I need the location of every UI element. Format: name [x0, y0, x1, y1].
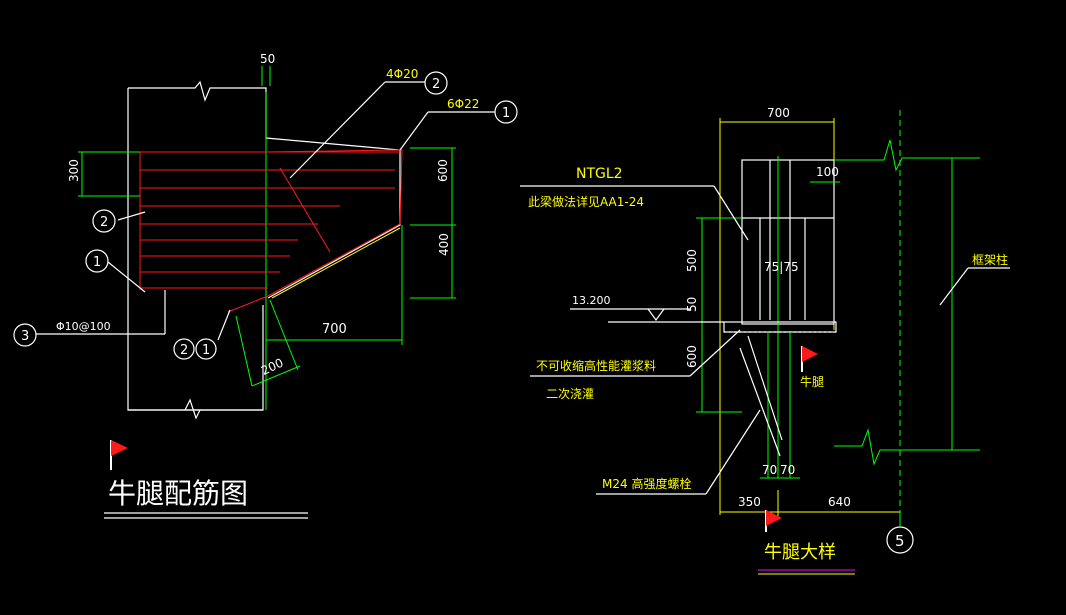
beam-code-label: NTGL2	[576, 166, 623, 182]
dim-web: 75|75	[764, 260, 799, 274]
svg-text:2: 2	[100, 215, 108, 230]
marker-1-top: 1	[494, 100, 518, 124]
bolt-label: M24 高强度螺栓	[602, 476, 691, 491]
frame-column-label: 框架柱	[972, 252, 1008, 267]
break-symbol-bottom	[184, 398, 201, 420]
elevation-label: 13.200	[572, 294, 611, 307]
svg-text:3: 3	[21, 329, 29, 344]
dim-right-to-axis: 640	[828, 495, 851, 509]
marker-1-left: 1	[85, 249, 109, 273]
right-detail-title: 牛腿大样	[764, 542, 836, 563]
flag-icon-corbel	[801, 346, 818, 372]
axis-bubble-5: 5	[886, 515, 914, 554]
dim-right-upper: 600	[436, 159, 450, 182]
left-corbel-reinforcement-detail: 50 300 600 400 700 200 4Φ20 6Φ22 Φ10@100…	[13, 52, 518, 519]
dim-top-width: 700	[767, 106, 790, 120]
dim-bolt-a: 70	[762, 463, 777, 477]
dim-bolt-b: 70	[780, 463, 795, 477]
left-detail-title: 牛腿配筋图	[108, 477, 248, 510]
dim-left-height: 300	[67, 159, 81, 182]
stirrup-label: Φ10@100	[56, 320, 111, 333]
dim-right-lower: 400	[437, 233, 451, 256]
rebar-bar-2-label: 4Φ20	[386, 67, 418, 81]
svg-text:5: 5	[895, 532, 905, 550]
beam-note-label: 此梁做法详见AA1-24	[528, 194, 644, 209]
dim-lower-height: 600	[685, 345, 699, 368]
right-corbel-detail: 700 100 75|75 500 50 600 13.200	[520, 106, 1010, 575]
flag-icon-title	[765, 510, 782, 532]
flag-icon	[110, 440, 128, 470]
column-outline-top	[128, 80, 267, 138]
dim-width: 700	[322, 322, 347, 337]
corbel-label: 牛腿	[800, 374, 824, 389]
corbel-outline	[265, 137, 401, 299]
dim-left-to-axis: 350	[738, 495, 761, 509]
marker-2-left: 2	[92, 209, 116, 233]
horizontal-stirrups	[139, 149, 403, 313]
marker-2-top: 2	[424, 71, 448, 95]
rebar-bar-1-label: 6Φ22	[447, 97, 479, 111]
dim-beam-height: 500	[685, 249, 699, 272]
left-dimensions	[78, 66, 456, 387]
svg-text:1: 1	[502, 106, 510, 121]
svg-text:1: 1	[202, 343, 210, 358]
marker-3: 3	[13, 323, 37, 347]
dim-flange: 100	[816, 165, 839, 179]
grout-label-2: 二次浇灌	[546, 387, 594, 401]
grout-label: 不可收缩高性能灌浆料	[536, 358, 656, 373]
svg-text:1: 1	[93, 255, 101, 270]
marker-2-bottom: 2	[173, 338, 195, 360]
marker-1-bottom: 1	[195, 338, 217, 360]
dim-top-offset: 50	[260, 52, 275, 66]
column-outline-left	[127, 88, 264, 411]
dim-grout: 50	[685, 297, 699, 312]
svg-text:2: 2	[432, 77, 440, 92]
svg-text:2: 2	[180, 343, 188, 358]
